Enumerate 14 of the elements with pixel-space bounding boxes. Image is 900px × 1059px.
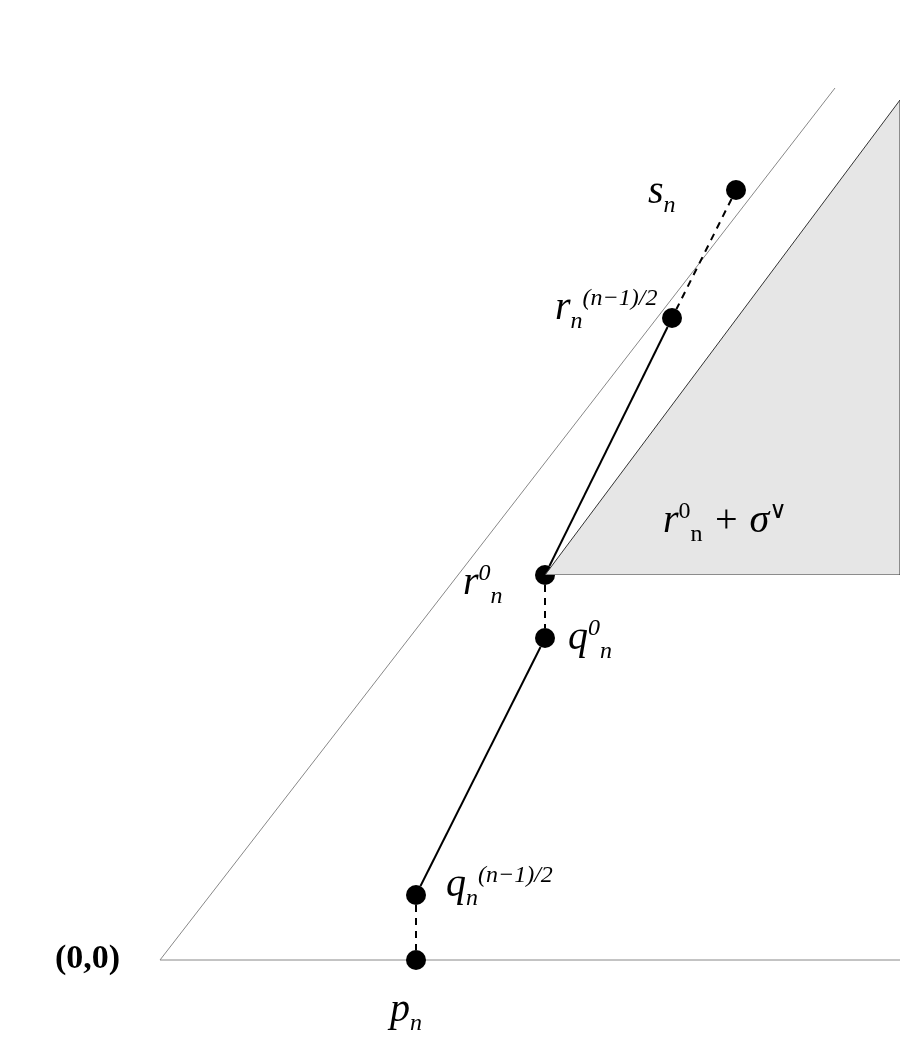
point-dot	[535, 628, 555, 648]
dashed-segment	[415, 904, 417, 951]
point-dot	[406, 885, 426, 905]
point-dot	[662, 308, 682, 328]
shaded-cone	[545, 100, 900, 575]
line-segment	[548, 325, 669, 568]
origin-label: (0,0)	[55, 940, 121, 974]
point-dot	[726, 180, 746, 200]
point-dot	[406, 950, 426, 970]
point-label: s$_{n}$	[648, 170, 676, 216]
region-label: r$^{0}$$_{n}$ + σ$^{∨}$	[663, 498, 787, 546]
dashed-segment	[675, 197, 733, 311]
line-segment	[419, 645, 542, 888]
dashed-segment	[544, 584, 546, 629]
